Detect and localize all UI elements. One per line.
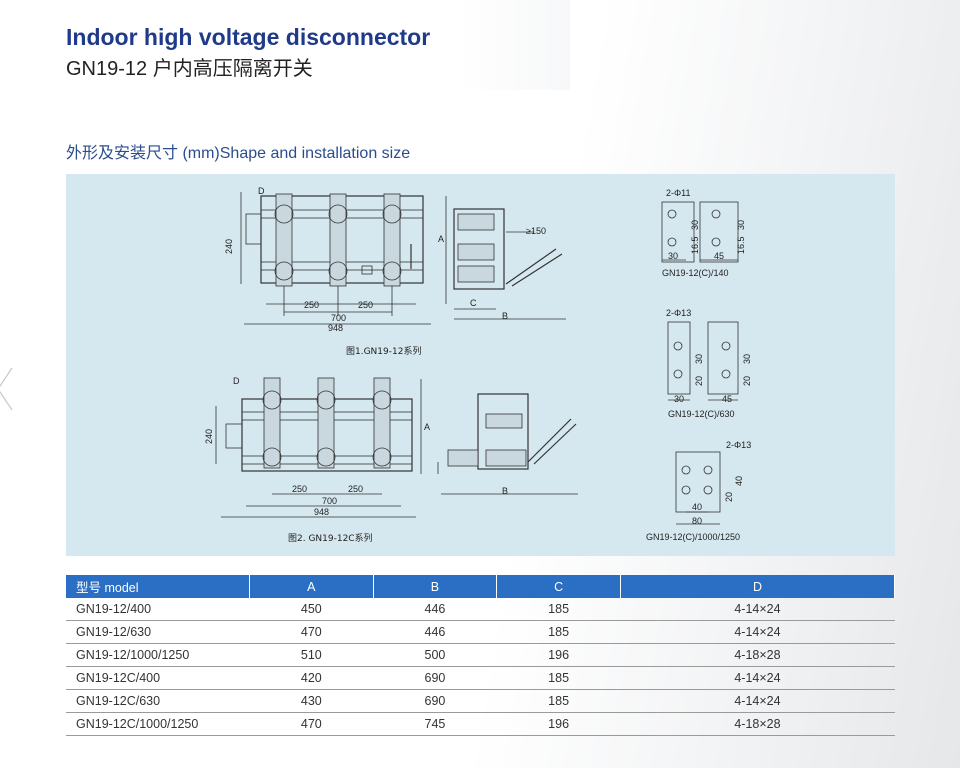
technical-drawing: D 240 250 250 700 948 A C B ≥150 图1.GN19… bbox=[66, 174, 895, 556]
detail-1000-1250: 2-Φ13 20 40 40 80 GN19-12(C)/1000/1250 bbox=[646, 440, 751, 542]
svg-text:30: 30 bbox=[742, 354, 752, 364]
col-c: C bbox=[496, 575, 621, 598]
svg-text:20: 20 bbox=[724, 492, 734, 502]
col-b: B bbox=[373, 575, 498, 598]
fig1-front-view: D 240 250 250 700 948 bbox=[224, 186, 431, 333]
svg-text:40: 40 bbox=[734, 476, 744, 486]
svg-text:700: 700 bbox=[322, 496, 337, 506]
svg-text:2-Φ13: 2-Φ13 bbox=[666, 308, 691, 318]
fig2-side-view: B bbox=[437, 393, 578, 496]
svg-text:700: 700 bbox=[331, 313, 346, 323]
svg-text:GN19-12(C)/1000/1250: GN19-12(C)/1000/1250 bbox=[646, 532, 740, 542]
svg-text:250: 250 bbox=[348, 484, 363, 494]
detail-140: 2-Φ11 30 16.5 30 45 30 16.5 GN19-12(C)/1… bbox=[661, 188, 746, 278]
svg-text:C: C bbox=[470, 298, 477, 308]
svg-text:GN19-12(C)/630: GN19-12(C)/630 bbox=[668, 409, 735, 419]
col-d: D bbox=[620, 575, 896, 598]
svg-text:948: 948 bbox=[328, 323, 343, 333]
fig1-side-view: A C B ≥150 bbox=[438, 196, 566, 321]
svg-text:250: 250 bbox=[292, 484, 307, 494]
svg-text:45: 45 bbox=[714, 251, 724, 261]
col-model: 型号 model bbox=[66, 575, 250, 598]
svg-text:80: 80 bbox=[692, 516, 702, 526]
svg-text:30: 30 bbox=[694, 354, 704, 364]
chevron-left-icon[interactable] bbox=[0, 366, 16, 412]
table-header-row: 型号 model A B C D bbox=[66, 575, 896, 598]
svg-text:40: 40 bbox=[692, 502, 702, 512]
svg-text:2-Φ13: 2-Φ13 bbox=[726, 440, 751, 450]
svg-text:20: 20 bbox=[694, 376, 704, 386]
page-title: Indoor high voltage disconnector bbox=[66, 24, 431, 50]
svg-text:30: 30 bbox=[736, 220, 746, 230]
svg-text:D: D bbox=[258, 186, 265, 196]
page-subtitle: GN19-12 户内高压隔离开关 bbox=[66, 58, 313, 80]
svg-text:240: 240 bbox=[224, 239, 234, 254]
svg-text:45: 45 bbox=[722, 394, 732, 404]
svg-text:D: D bbox=[233, 376, 240, 386]
svg-text:20: 20 bbox=[742, 376, 752, 386]
svg-text:A: A bbox=[438, 234, 444, 244]
svg-text:GN19-12(C)/140: GN19-12(C)/140 bbox=[662, 268, 729, 278]
fig1-caption: 图1.GN19-12系列 bbox=[346, 345, 421, 357]
svg-text:30: 30 bbox=[668, 251, 678, 261]
svg-text:≥150: ≥150 bbox=[526, 226, 546, 236]
header-band bbox=[0, 0, 570, 90]
detail-630: 2-Φ13 30 20 30 45 30 20 GN19-12(C)/630 bbox=[666, 308, 752, 419]
svg-text:240: 240 bbox=[204, 429, 214, 444]
section-title: 外形及安装尺寸 (mm)Shape and installation size bbox=[66, 145, 411, 162]
svg-text:16.5: 16.5 bbox=[736, 236, 746, 254]
svg-text:250: 250 bbox=[358, 300, 373, 310]
svg-text:2-Φ11: 2-Φ11 bbox=[666, 188, 691, 198]
svg-text:30: 30 bbox=[690, 220, 700, 230]
svg-text:16.5: 16.5 bbox=[690, 236, 700, 254]
svg-text:B: B bbox=[502, 311, 508, 321]
svg-text:948: 948 bbox=[314, 507, 329, 517]
svg-text:30: 30 bbox=[674, 394, 684, 404]
svg-text:B: B bbox=[502, 486, 508, 496]
col-a: A bbox=[249, 575, 374, 598]
fig2-front-view: D 240 250 250 700 948 A bbox=[204, 376, 430, 518]
svg-text:250: 250 bbox=[304, 300, 319, 310]
svg-text:A: A bbox=[424, 422, 430, 432]
fig2-caption: 图2. GN19-12C系列 bbox=[288, 532, 373, 544]
